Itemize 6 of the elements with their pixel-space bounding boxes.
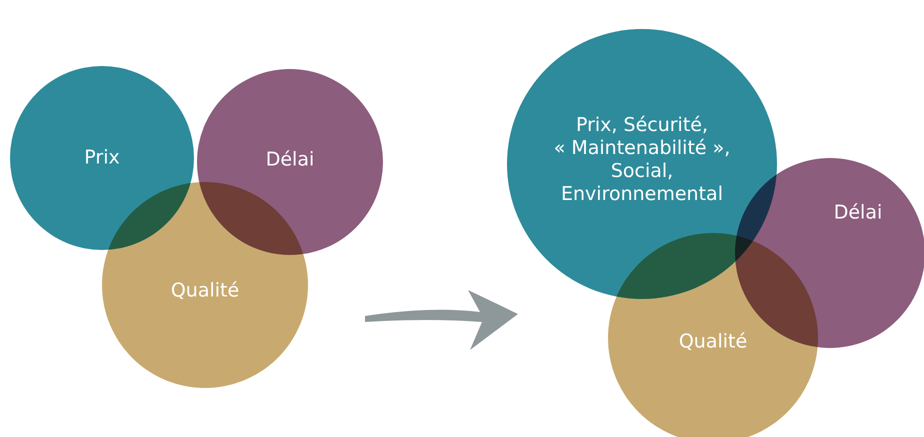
circle-label: Délai — [832, 202, 884, 224]
circle-label: Prix — [83, 146, 121, 170]
circle-label: Qualité — [170, 280, 240, 302]
circle-label: Délai — [264, 148, 316, 172]
circle-label: Qualité — [678, 330, 748, 354]
circle-label: Prix, Sécurité, « Maintenabilité », Social, Environnemental — [552, 114, 732, 206]
